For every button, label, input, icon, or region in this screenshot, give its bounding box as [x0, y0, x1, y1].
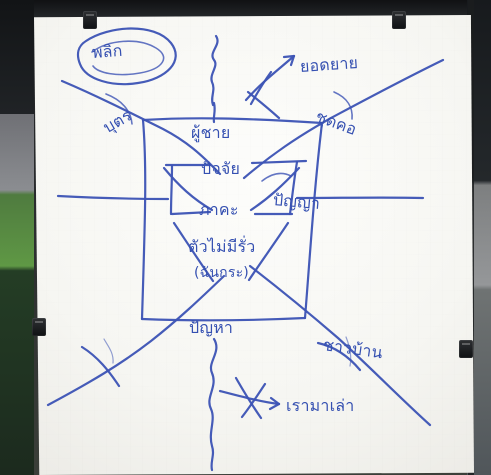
background-left [0, 0, 34, 475]
background-top [0, 0, 491, 18]
binder-clip-top-right [392, 11, 406, 29]
binder-clip-mid-left [32, 318, 46, 336]
binder-clip-top-left [83, 11, 97, 29]
binder-clip-mid-right [459, 340, 473, 358]
flipchart-paper [34, 15, 474, 475]
